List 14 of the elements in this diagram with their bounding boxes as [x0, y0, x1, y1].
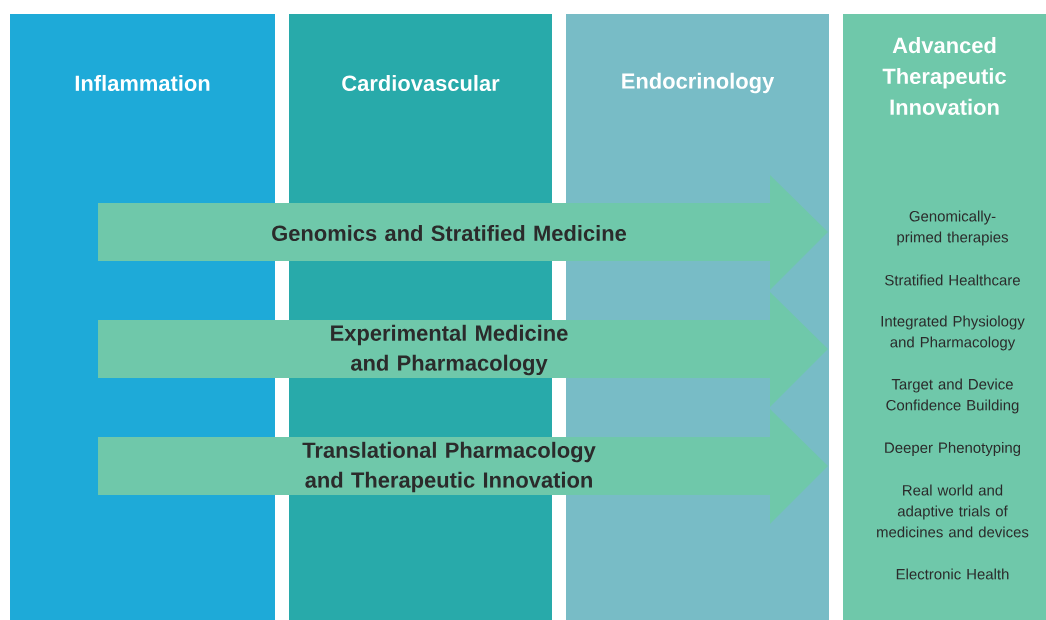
arrow-band: Genomics and Stratified Medicine — [98, 175, 828, 290]
item-text: Target and Device Confidence Building — [886, 378, 1019, 414]
column-heading: Advanced Therapeutic Innovation — [882, 37, 1006, 115]
column-heading: Cardiovascular — [342, 74, 500, 92]
item-text: Genomically-primed therapies — [897, 210, 1008, 246]
item-text: Integrated Physiology and Pharmacology — [881, 315, 1025, 351]
arrow-band: Experimental Medicine and Pharmacology — [98, 292, 828, 407]
item-text: Deeper Phenotyping — [885, 442, 1021, 456]
column-heading: Endocrinology — [622, 72, 775, 94]
column-heading: Inflammation — [75, 74, 210, 92]
item-text: Electronic Health — [896, 568, 1009, 580]
arrow-band: Translational Pharmacology and Therapeutic Innovation — [98, 409, 828, 524]
item-text: Stratified Healthcare — [885, 274, 1020, 286]
item-text: Real world and adaptive trials of medicines and devices — [877, 484, 1029, 538]
